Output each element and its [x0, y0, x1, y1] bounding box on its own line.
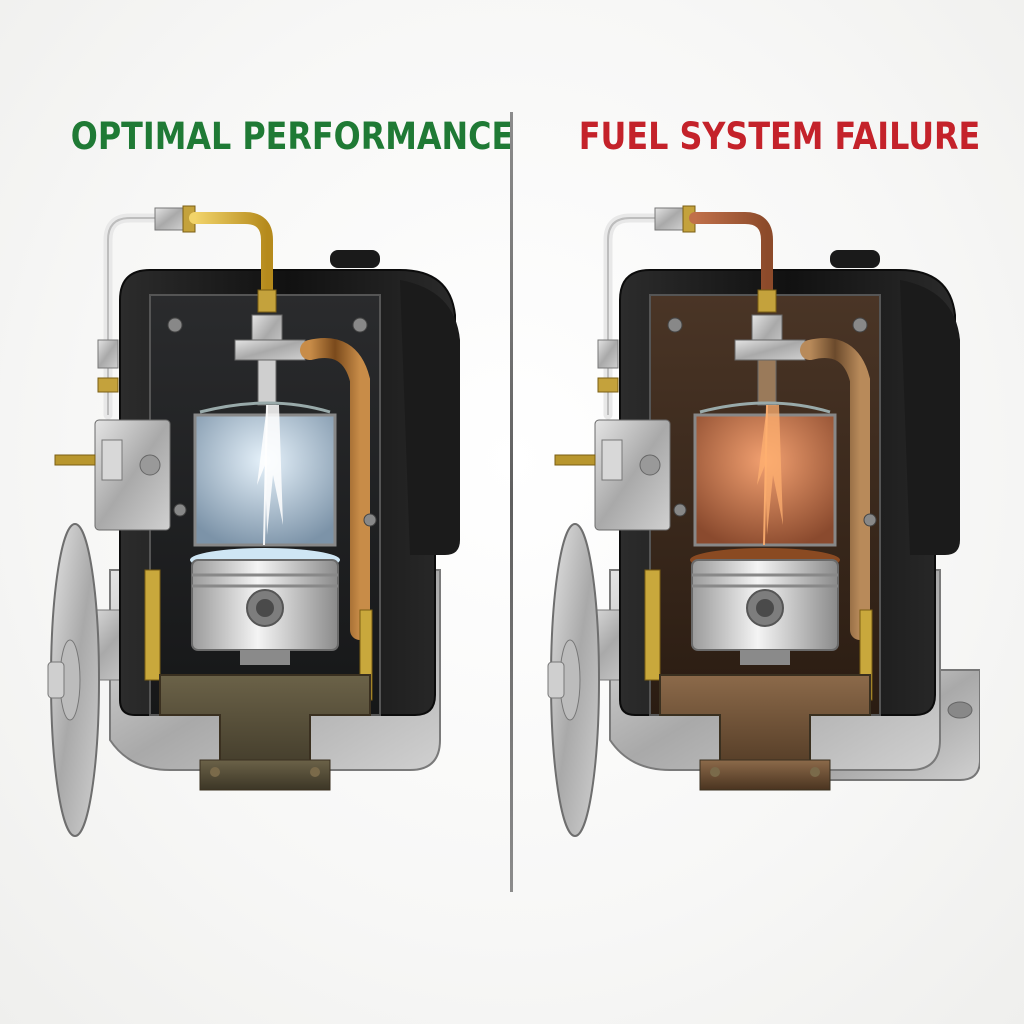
fuel-injector: [734, 314, 806, 406]
engine-cutaway-optimal: [40, 190, 480, 840]
oil-return-hose: [800, 338, 870, 640]
oil-cap: [830, 250, 880, 268]
title-fuel-system-failure: FUEL SYSTEM FAILURE: [578, 115, 981, 158]
mount-hole: [947, 701, 973, 719]
clean-spray-icon: [257, 404, 283, 546]
engine-cutaway-failure: [540, 190, 980, 840]
oil-cap: [330, 250, 380, 268]
piston-icon: [690, 548, 840, 665]
carburetor: [554, 419, 671, 531]
center-divider: [510, 112, 513, 892]
oil-return-hose: [300, 338, 370, 640]
flywheel-icon: [547, 523, 641, 837]
sputtering-spray-icon: [757, 404, 783, 546]
title-optimal-performance: OPTIMAL PERFORMANCE: [70, 115, 514, 158]
fuel-injector: [234, 314, 306, 406]
piston-icon: [190, 548, 340, 665]
carburetor: [54, 419, 171, 531]
